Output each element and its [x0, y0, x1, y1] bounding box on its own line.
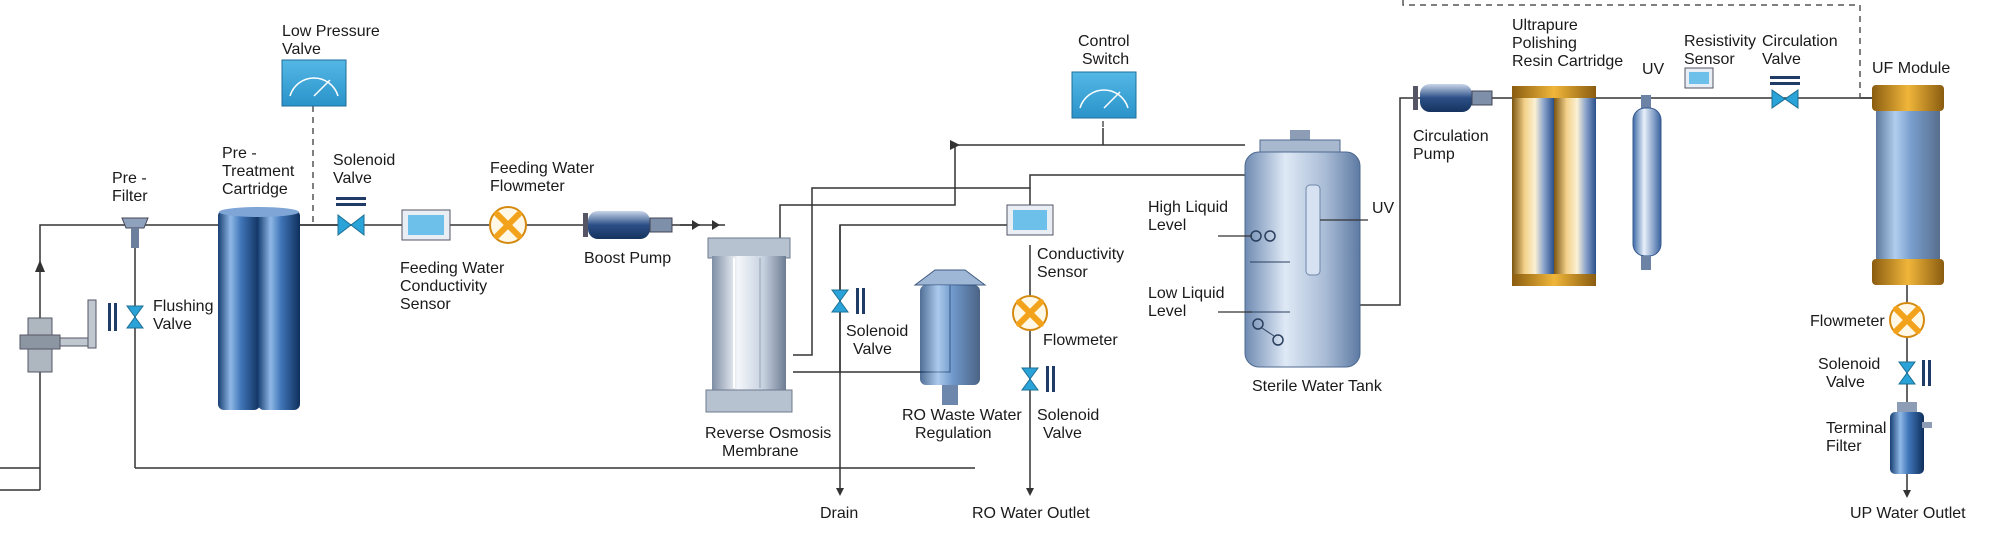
- feeding-conductivity-label-3: Sensor: [400, 296, 451, 313]
- solenoid-valve-3-label-2: Valve: [1043, 425, 1082, 442]
- inlet-valve-icon: [19, 299, 97, 373]
- conductivity-label-1: Conductivity: [1037, 246, 1124, 263]
- solenoid-valve-2-label-1: Solenoid: [846, 323, 908, 340]
- resistivity-label-2: Sensor: [1684, 51, 1735, 68]
- circulation-pump-label-2: Pump: [1413, 146, 1455, 163]
- flowmeter-mid-icon: [1012, 295, 1048, 331]
- solenoid-valve-4-label-2: Valve: [1826, 374, 1865, 391]
- flowmeter-right-icon: [1889, 302, 1925, 338]
- up-outlet-label: UP Water Outlet: [1850, 505, 1966, 522]
- pre-treatment-label-1: Pre -: [222, 145, 257, 162]
- conductivity-sensor-icon: [1006, 204, 1054, 236]
- uf-module-icon: [1872, 85, 1944, 285]
- circulation-valve-icon: [1770, 76, 1800, 109]
- ultrapure-label-3: Resin Cartridge: [1512, 53, 1623, 70]
- flushing-valve-icon: [108, 303, 144, 331]
- circulation-valve-label-1: Circulation: [1762, 33, 1838, 50]
- ro-waste-label-2: Regulation: [915, 425, 992, 442]
- sterile-tank-label: Sterile Water Tank: [1252, 378, 1383, 395]
- drain-label: Drain: [820, 505, 858, 522]
- control-switch-label-2: Switch: [1082, 51, 1129, 68]
- solenoid-valve-2-label-2: Valve: [853, 341, 892, 358]
- ro-waste-label-1: RO Waste Water: [902, 407, 1022, 424]
- flowmeter-right-label: Flowmeter: [1810, 313, 1885, 330]
- ro-outlet-label: RO Water Outlet: [972, 505, 1090, 522]
- low-level-label-2: Level: [1148, 303, 1186, 320]
- terminal-filter-label-1: Terminal: [1826, 420, 1886, 437]
- low-pressure-label-2: Valve: [282, 41, 321, 58]
- ultrapure-cartridge-icon: [1512, 86, 1596, 286]
- solenoid-valve-1-label-2: Valve: [333, 170, 372, 187]
- circulation-valve-label-2: Valve: [1762, 51, 1801, 68]
- uv-lamp-icon: [1632, 95, 1662, 270]
- sterile-water-tank-icon: [1244, 130, 1361, 368]
- flowmeter-mid-label: Flowmeter: [1043, 332, 1118, 349]
- terminal-filter-label-2: Filter: [1826, 438, 1862, 455]
- pre-filter-label-1: Pre -: [112, 170, 147, 187]
- ro-waste-regulation-icon: [913, 269, 987, 405]
- solenoid-valve-3-icon: [1021, 366, 1055, 392]
- conductivity-label-2: Sensor: [1037, 264, 1088, 281]
- pre-treatment-label-2: Treatment: [222, 163, 295, 180]
- circulation-pump-label-1: Circulation: [1413, 128, 1489, 145]
- terminal-filter-icon: [1890, 402, 1932, 474]
- feeding-conductivity-sensor-icon: [401, 209, 451, 241]
- boost-pump-icon: [583, 211, 673, 239]
- pre-treatment-label-3: Cartridge: [222, 181, 288, 198]
- solenoid-valve-1-icon: [336, 197, 366, 237]
- pre-filter-label-2: Filter: [112, 188, 148, 205]
- feeding-conductivity-label-1: Feeding Water: [400, 260, 505, 277]
- high-level-label-2: Level: [1148, 217, 1186, 234]
- ro-membrane-label-2: Membrane: [722, 443, 799, 460]
- ro-membrane-icon: [705, 237, 793, 413]
- uv-tank-label: UV: [1372, 200, 1395, 217]
- low-level-label-1: Low Liquid: [1148, 285, 1225, 302]
- circulation-pump-icon: [1413, 84, 1493, 112]
- pre-treatment-cartridge-icon: [218, 207, 300, 410]
- solenoid-valve-2-icon: [831, 288, 865, 314]
- ultrapure-label-1: Ultrapure: [1512, 17, 1578, 34]
- resistivity-label-1: Resistivity: [1684, 33, 1756, 50]
- flushing-valve-label-2: Valve: [153, 316, 192, 333]
- boost-pump-label: Boost Pump: [584, 250, 671, 267]
- feeding-conductivity-label-2: Conductivity: [400, 278, 487, 295]
- feeding-flowmeter-label-1: Feeding Water: [490, 160, 595, 177]
- pre-filter-icon: [121, 217, 149, 248]
- low-pressure-label-1: Low Pressure: [282, 23, 380, 40]
- uf-module-label: UF Module: [1872, 60, 1950, 77]
- control-switch-label-1: Control: [1078, 33, 1130, 50]
- solenoid-valve-4-icon: [1898, 360, 1931, 386]
- high-level-label-1: High Liquid: [1148, 199, 1228, 216]
- solenoid-valve-3-label-1: Solenoid: [1037, 407, 1099, 424]
- feeding-flowmeter-label-2: Flowmeter: [490, 178, 565, 195]
- feeding-flowmeter-icon: [489, 206, 527, 244]
- flushing-valve-label-1: Flushing: [153, 298, 213, 315]
- resistivity-sensor-icon: [1684, 67, 1714, 89]
- uv-label: UV: [1642, 61, 1665, 78]
- solenoid-valve-1-label-1: Solenoid: [333, 152, 395, 169]
- ro-membrane-label-1: Reverse Osmosis: [705, 425, 831, 442]
- low-pressure-gauge-icon: [281, 59, 347, 107]
- control-switch-gauge-icon: [1071, 71, 1137, 119]
- ultrapure-label-2: Polishing: [1512, 35, 1577, 52]
- solenoid-valve-4-label-1: Solenoid: [1818, 356, 1880, 373]
